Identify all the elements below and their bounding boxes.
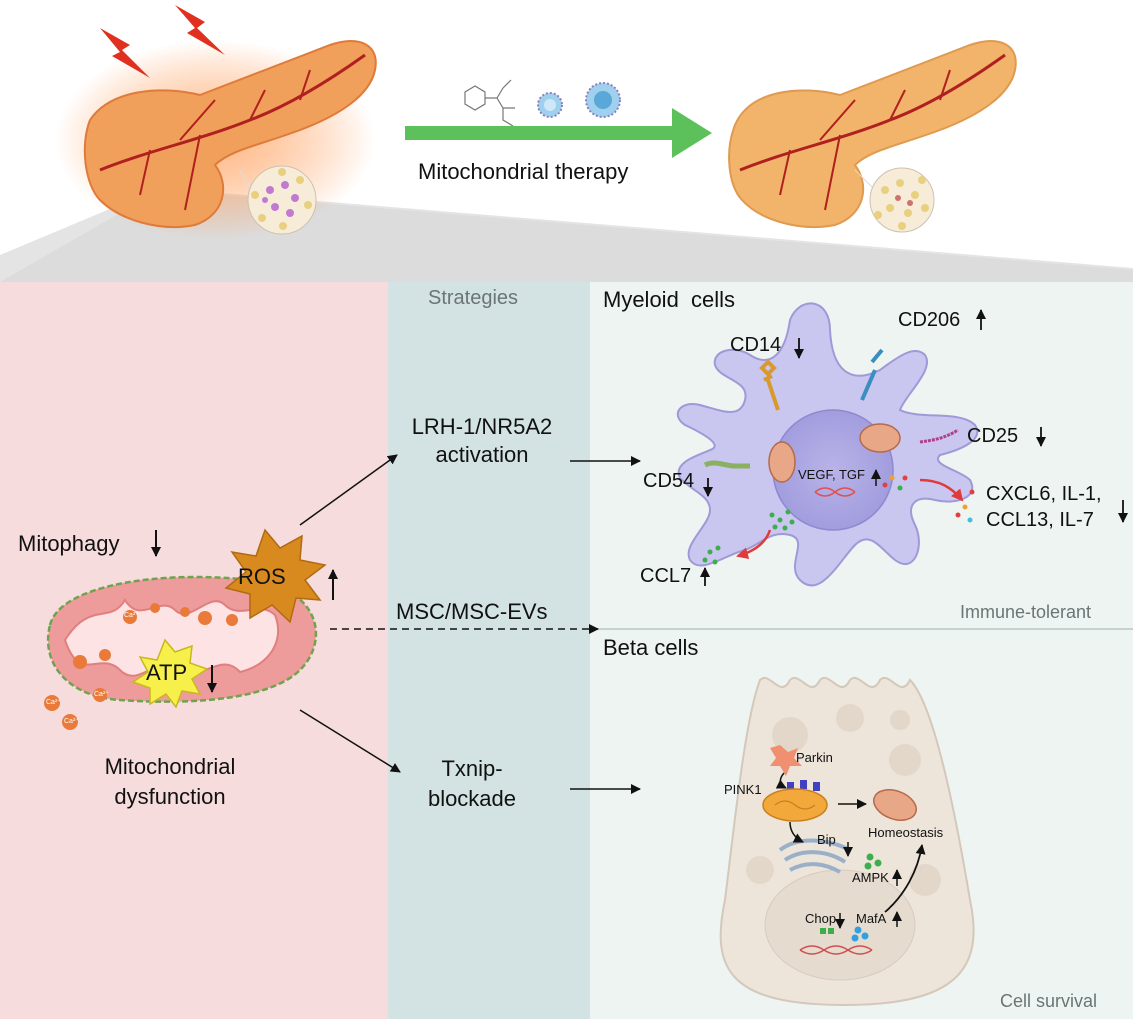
inflamed-pancreas <box>55 5 377 240</box>
pink1-label: PINK1 <box>724 782 762 797</box>
cxcl6-label: CXCL6, IL-1, <box>986 483 1102 505</box>
arrow-to-txnip <box>299 709 401 773</box>
strategies-panel <box>388 282 590 1019</box>
atp-label: ATP <box>146 660 188 685</box>
dysfunctional-mitochondrion <box>44 575 317 730</box>
bip-label: Bip <box>817 832 836 847</box>
ccl7-label: CCL7 <box>640 565 692 587</box>
strategy-lrh1-line2: activation <box>435 442 529 468</box>
beta-title: Beta cells <box>603 635 699 660</box>
dna-helix-icon <box>814 487 856 497</box>
parkin-label: Parkin <box>796 750 833 765</box>
myeloid-cell <box>676 302 979 587</box>
mafa-label: MafA <box>856 911 887 926</box>
dysfunction-label: Mitochondrial dysfunction <box>70 754 270 810</box>
ccl7-arrow <box>736 529 772 560</box>
strategy-txnip-line2: blockade <box>427 786 517 812</box>
dysfunction-line1: Mitochondrial <box>104 754 236 779</box>
cd206-receptor-icon <box>860 348 884 401</box>
immune-tolerant-label: Immune-tolerant <box>960 602 1092 622</box>
healthy-pancreas <box>728 40 1017 233</box>
islet-healthy <box>869 167 935 233</box>
ampk-label: AMPK <box>852 870 889 885</box>
ca-label: Ca²⁺ <box>94 691 109 698</box>
ros-burst <box>224 528 327 624</box>
secretion-arrow <box>919 478 964 502</box>
ccl13-label: CCL13, IL-7 <box>986 509 1094 531</box>
ca-label: Ca²⁺ <box>64 718 79 725</box>
cell-survival-label: Cell survival <box>1000 991 1098 1011</box>
drug-molecule-icon <box>464 79 515 127</box>
lightning-icon <box>175 5 225 55</box>
chop-label: Chop <box>805 911 837 926</box>
dysfunction-line2: dysfunction <box>114 784 226 810</box>
therapy-arrow <box>405 108 712 158</box>
mitochondrion-icon <box>859 423 901 453</box>
atp-burst <box>131 638 209 709</box>
strategies-title: Strategies <box>428 287 519 309</box>
pink1-receptor-icon <box>787 782 794 791</box>
strategy-txnip-line1: Txnip- <box>441 756 503 781</box>
vegf-label: VEGF, TGF <box>798 467 865 482</box>
msc-cell-icon <box>585 82 621 118</box>
dna-helix-icon <box>799 945 873 955</box>
strategy-txnip: Txnip- blockade <box>392 756 552 812</box>
parkin-icon <box>770 745 802 776</box>
strategy-msc: MSC/MSC-EVs <box>396 599 548 624</box>
homeostasis-label: Homeostasis <box>868 825 944 840</box>
therapy-label: Mitochondrial therapy <box>418 159 629 184</box>
mitophagy-label: Mitophagy <box>18 531 120 556</box>
cd14-receptor-icon <box>759 359 780 411</box>
ca-label: Ca²⁺ <box>124 612 139 619</box>
myeloid-title: Myeloid cells <box>603 287 736 312</box>
cd14-label: CD14 <box>730 334 782 356</box>
cd54-label: CD54 <box>643 470 695 492</box>
cd54-receptor-icon <box>703 460 750 469</box>
cd206-label: CD206 <box>898 309 961 331</box>
arrow-to-lrh1 <box>299 454 398 526</box>
cd25-label: CD25 <box>967 425 1019 447</box>
cd25-receptor-icon <box>919 428 959 444</box>
ca-label: Ca²⁺ <box>46 699 61 706</box>
lightning-icon <box>100 28 150 78</box>
mitochondrion-icon <box>768 441 796 483</box>
extracellular-vesicle-icon <box>537 92 563 118</box>
ros-label: ROS <box>238 564 286 589</box>
healthy-mitochondrion-icon <box>873 789 917 821</box>
strategy-lrh1-line1: LRH-1/NR5A2 <box>411 414 553 439</box>
strategy-lrh1: LRH-1/NR5A2 activation <box>392 414 572 468</box>
